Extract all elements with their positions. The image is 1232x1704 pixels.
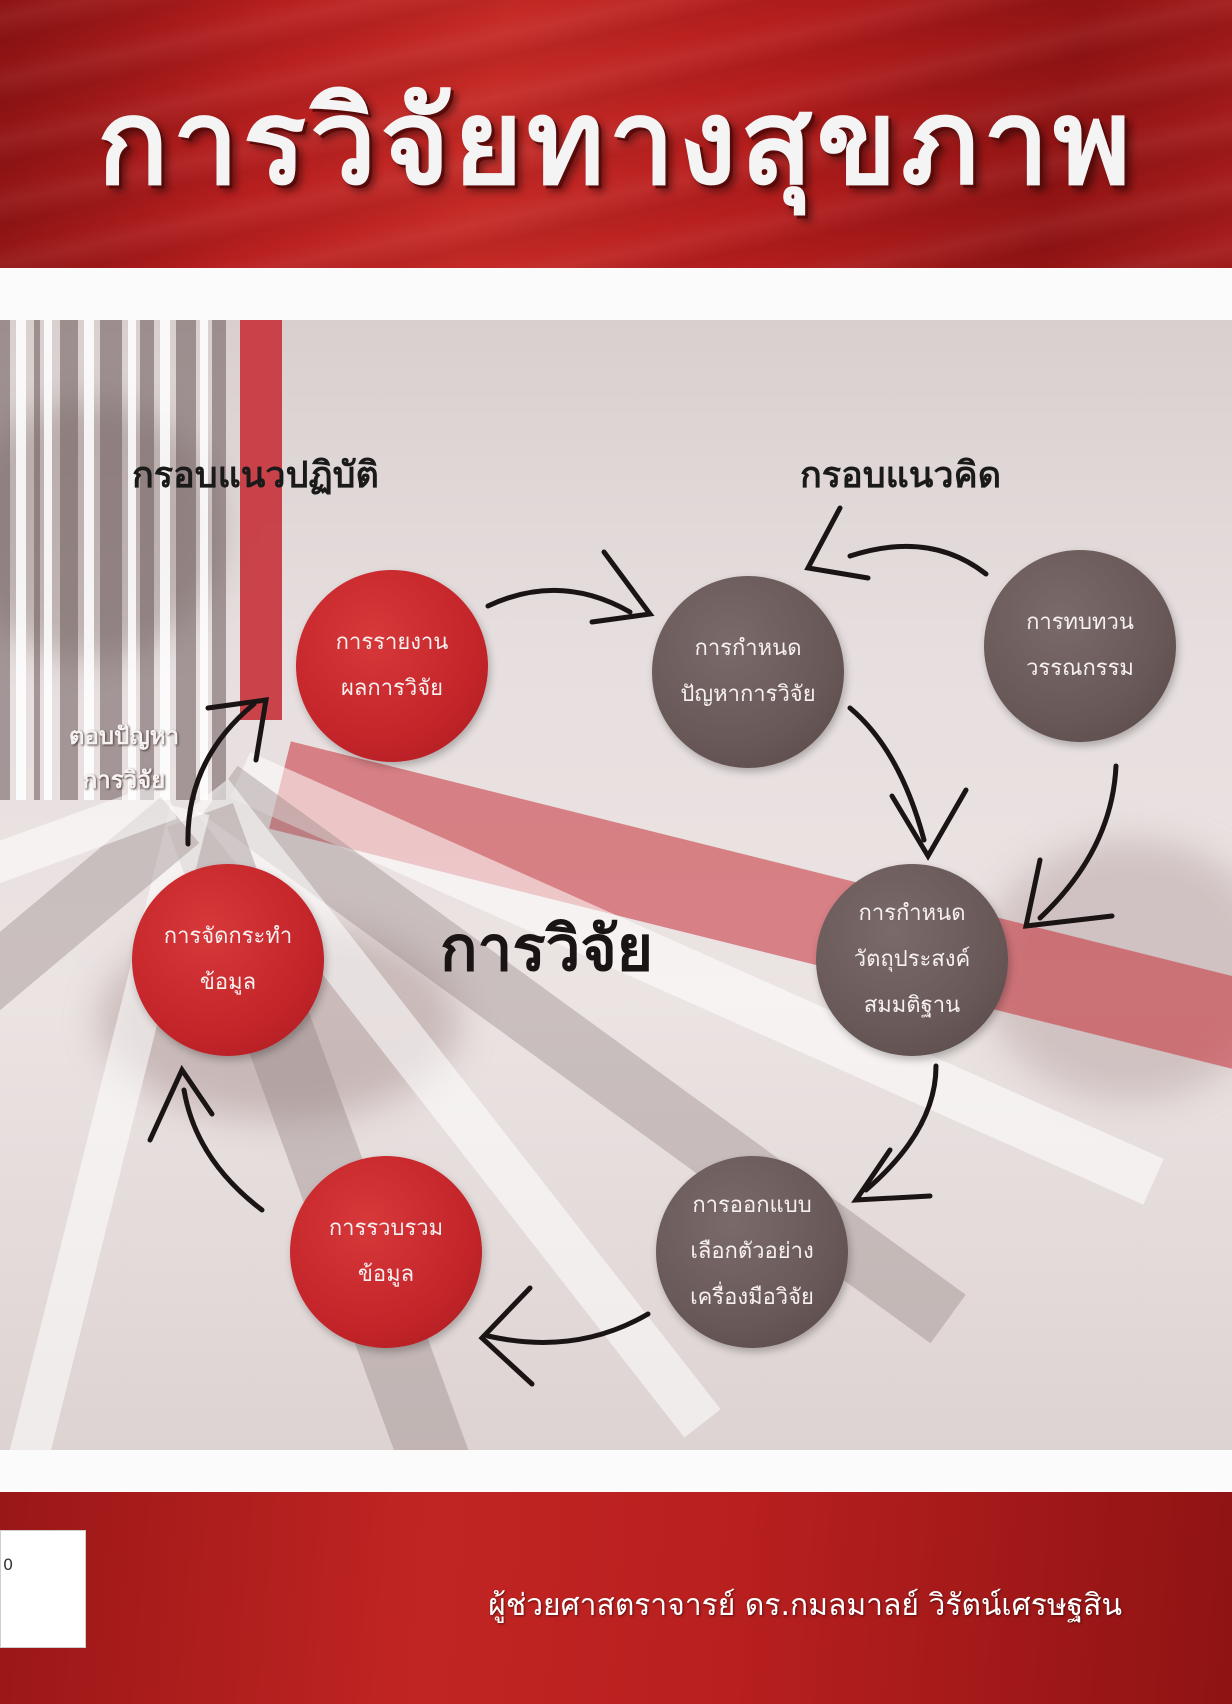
node-text: เครื่องมือวิจัย: [690, 1285, 814, 1310]
node-collect-data: การรวบรวม ข้อมูล: [290, 1156, 482, 1348]
node-text: สมมติฐาน: [863, 993, 961, 1018]
node-objectives: การกำหนด วัตถุประสงค์ สมมติฐาน: [816, 864, 1008, 1056]
node-text: การรายงาน: [335, 630, 449, 655]
answer-research-label: ตอบปัญหา การวิจัย: [44, 714, 204, 802]
node-define-problem: การกำหนด ปัญหาการวิจัย: [652, 576, 844, 768]
node-text: ปัญหาการวิจัย: [680, 682, 816, 707]
arrow-literature-to-problem: [847, 543, 989, 577]
node-text: ข้อมูล: [199, 970, 257, 995]
arrow-design-to-collect: [485, 1311, 651, 1345]
node-text: ผลการวิจัย: [341, 676, 443, 701]
node-text: การรวบรวม: [328, 1216, 444, 1241]
node-report: การรายงาน ผลการวิจัย: [296, 570, 488, 762]
node-design: การออกแบบ เลือกตัวอย่าง เครื่องมือวิจัย: [656, 1156, 848, 1348]
node-text: การจัดกระทำ: [163, 924, 293, 949]
answer-label-line: ตอบปัญหา: [68, 722, 180, 750]
arrowhead: [147, 1064, 215, 1143]
node-text: การออกแบบ: [692, 1193, 812, 1218]
arrow-literature-to-objectives: [1037, 763, 1119, 921]
arrow-collect-to-process: [181, 1087, 265, 1213]
book-title: การวิจัยทางสุขภาพ: [97, 72, 1135, 211]
top-red-band: [0, 0, 1232, 268]
arrowhead: [851, 1147, 933, 1203]
heading-practice-framework: กรอบแนวปฏิบัติ: [132, 455, 379, 496]
node-text: เลือกตัวอย่าง: [690, 1239, 814, 1264]
arrowhead: [804, 505, 871, 581]
white-strip-top: [0, 268, 1232, 320]
arrow-report-to-problem: [485, 587, 633, 615]
node-text: วรรณกรรม: [1026, 656, 1134, 681]
sticker-text: 0: [3, 1555, 14, 1574]
node-literature-review: การทบทวน วรรณกรรม: [984, 550, 1176, 742]
arrow-objectives-to-design: [863, 1063, 939, 1193]
library-label-sticker: 0: [0, 1530, 86, 1648]
arrowhead: [589, 549, 655, 625]
node-text: การกำหนด: [694, 636, 802, 661]
arrowhead: [889, 787, 969, 861]
node-text: วัตถุประสงค์: [853, 947, 971, 972]
arrowhead: [205, 697, 270, 763]
node-text: การทบทวน: [1026, 610, 1134, 635]
arrow-problem-to-objectives: [847, 705, 927, 843]
arrow-process-to-report: [185, 701, 257, 847]
bottom-red-band: [0, 1492, 1232, 1704]
node-process-data: การจัดกระทำ ข้อมูล: [132, 864, 324, 1056]
node-text: ข้อมูล: [357, 1262, 415, 1287]
center-research-word: การวิจัย: [440, 912, 654, 985]
heading-concept-framework: กรอบแนวคิด: [800, 455, 1002, 496]
node-text: การกำหนด: [858, 901, 966, 926]
author-name: ผู้ช่วยศาสตราจารย์ ดร.กมลมาลย์ วิรัตน์เศ…: [488, 1588, 1122, 1623]
arrowhead: [1022, 857, 1115, 929]
answer-label-line: การวิจัย: [82, 766, 166, 794]
arrowhead: [478, 1285, 535, 1387]
white-strip-bottom: [0, 1450, 1232, 1492]
vertical-bars: [0, 320, 290, 820]
